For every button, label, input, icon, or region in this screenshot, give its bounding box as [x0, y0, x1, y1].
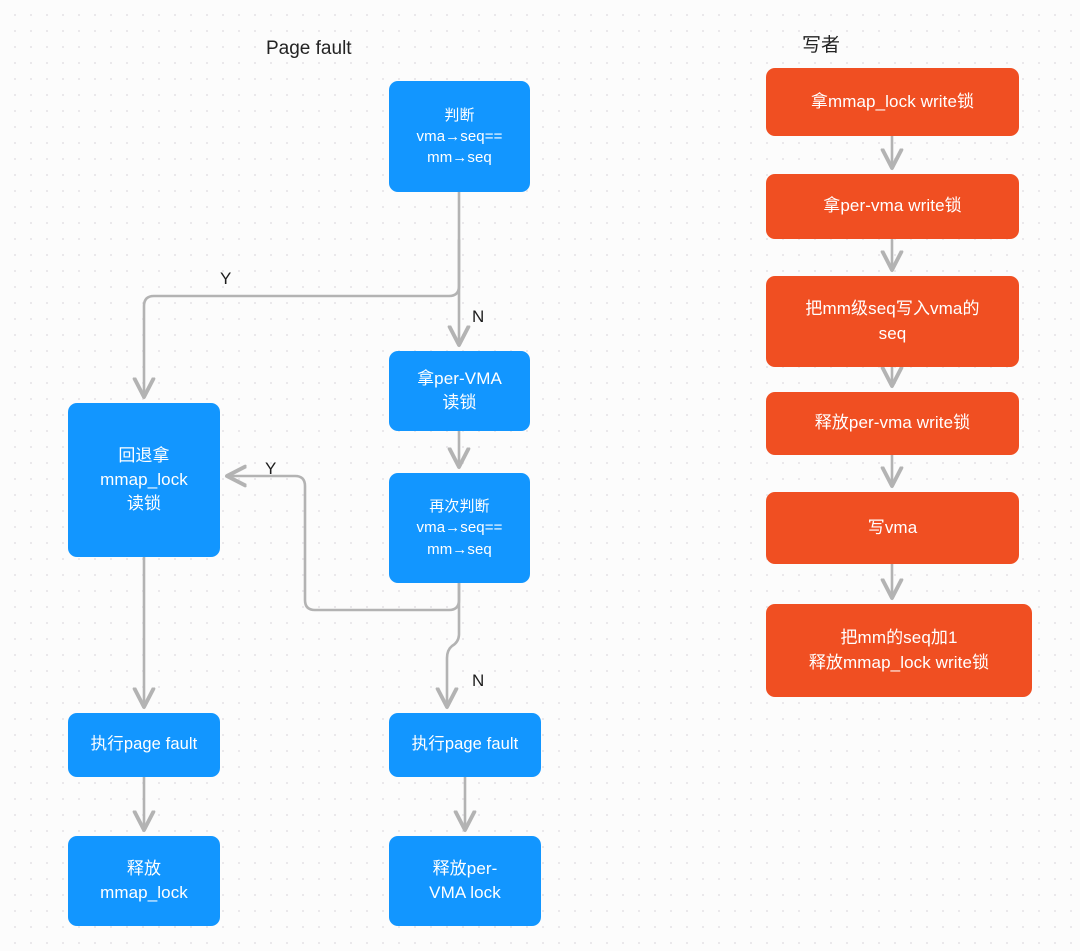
node-release-mmap-lock[interactable]: 释放 mmap_lock — [68, 836, 220, 926]
node-release-per-vma-lock[interactable]: 释放per- VMA lock — [389, 836, 541, 926]
node-release-per-vma-write-lock[interactable]: 释放per-vma write锁 — [766, 392, 1019, 455]
edge-label-yes-second: Y — [265, 459, 277, 478]
node-check-seq[interactable]: 判断 vma→seq== mm→seq — [389, 81, 530, 192]
edge-label-no-second: N — [472, 671, 485, 690]
node-fallback-take-mmap-read-lock[interactable]: 回退拿 mmap_lock 读锁 — [68, 403, 220, 557]
node-take-mmap-write-lock[interactable]: 拿mmap_lock write锁 — [766, 68, 1019, 136]
node-take-per-vma-read-lock[interactable]: 拿per-VMA 读锁 — [389, 351, 530, 431]
node-write-mm-seq-into-vma-seq[interactable]: 把mm级seq写入vma的 seq — [766, 276, 1019, 367]
node-write-vma[interactable]: 写vma — [766, 492, 1019, 564]
node-take-per-vma-write-lock[interactable]: 拿per-vma write锁 — [766, 174, 1019, 239]
node-increment-mm-seq-and-release[interactable]: 把mm的seq加1 释放mmap_lock write锁 — [766, 604, 1032, 697]
edge-recheck-no-to-pagefault — [447, 581, 461, 706]
node-do-page-fault-left[interactable]: 执行page fault — [68, 713, 220, 777]
left-flow-title: Page fault — [266, 38, 352, 59]
edge-label-yes-first: Y — [220, 269, 232, 288]
edge-label-no-first: N — [472, 307, 485, 326]
right-flow-title: 写者 — [802, 35, 841, 56]
node-do-page-fault-right[interactable]: 执行page fault — [389, 713, 541, 777]
node-recheck-seq[interactable]: 再次判断 vma→seq== mm→seq — [389, 473, 530, 583]
